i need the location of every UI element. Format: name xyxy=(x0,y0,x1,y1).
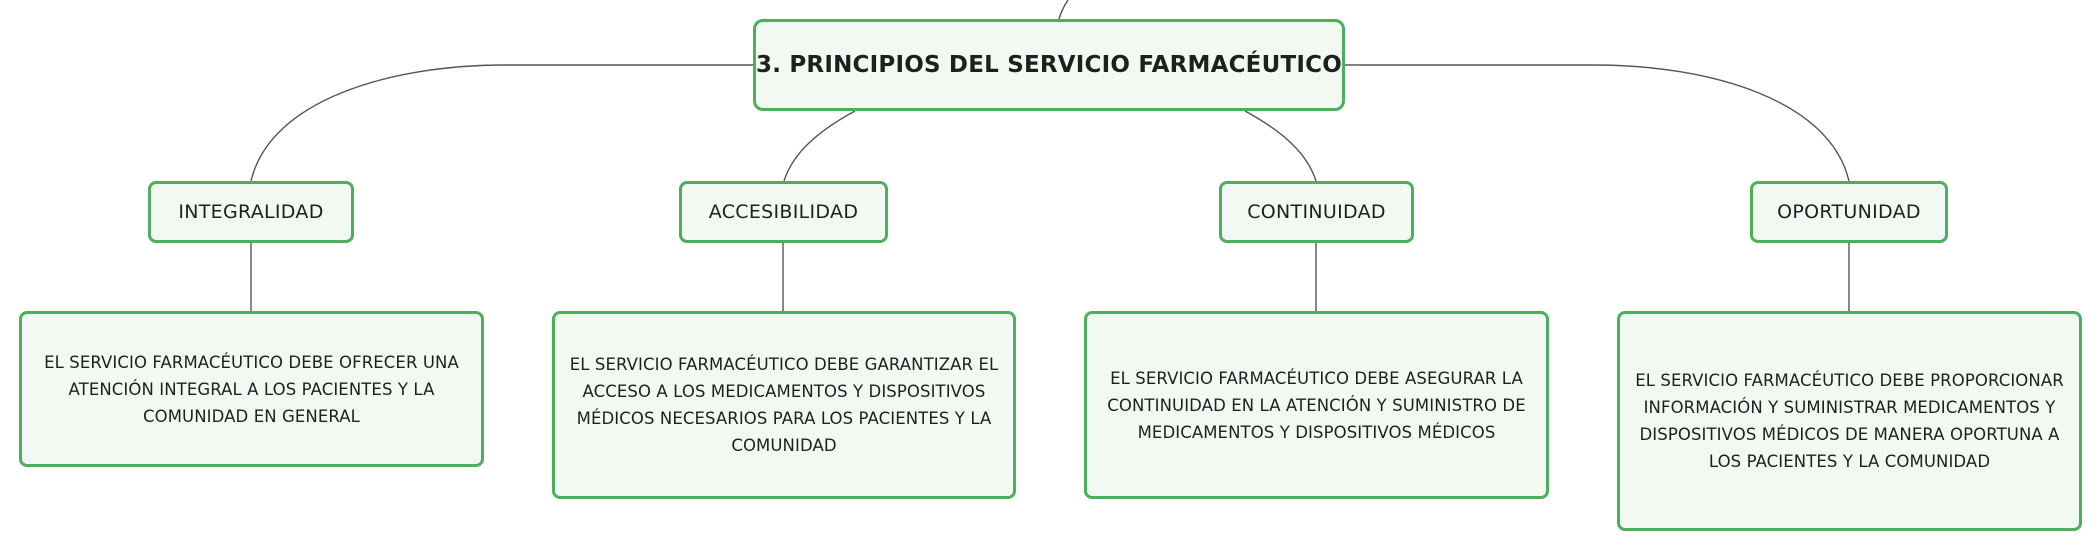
principle-node-oportunidad[interactable]: OPORTUNIDAD xyxy=(1750,181,1948,243)
principle-label: OPORTUNIDAD xyxy=(1777,201,1921,223)
description-text: EL SERVICIO FARMACÉUTICO DEBE OFRECER UN… xyxy=(44,352,459,426)
connector-root-integralidad xyxy=(250,64,753,182)
principle-node-integralidad[interactable]: INTEGRALIDAD xyxy=(148,181,354,243)
description-node-integralidad[interactable]: EL SERVICIO FARMACÉUTICO DEBE OFRECER UN… xyxy=(19,311,484,467)
connector-root-accesibilidad xyxy=(783,110,856,182)
connector-parent-incoming xyxy=(1058,0,1069,20)
description-text: EL SERVICIO FARMACÉUTICO DEBE GARANTIZAR… xyxy=(569,355,999,455)
description-node-accesibilidad[interactable]: EL SERVICIO FARMACÉUTICO DEBE GARANTIZAR… xyxy=(552,311,1016,499)
root-topic-label: 3. PRINCIPIOS DEL SERVICIO FARMACÉUTICO xyxy=(756,52,1342,78)
description-text: EL SERVICIO FARMACÉUTICO DEBE PROPORCION… xyxy=(1635,371,2064,471)
description-node-oportunidad[interactable]: EL SERVICIO FARMACÉUTICO DEBE PROPORCION… xyxy=(1617,311,2082,531)
connector-root-continuidad xyxy=(1244,110,1317,182)
connector-root-oportunidad xyxy=(1345,64,1850,182)
principle-label: INTEGRALIDAD xyxy=(178,201,324,223)
principle-node-accesibilidad[interactable]: ACCESIBILIDAD xyxy=(679,181,888,243)
root-topic-node[interactable]: 3. PRINCIPIOS DEL SERVICIO FARMACÉUTICO xyxy=(753,19,1345,111)
principle-label: ACCESIBILIDAD xyxy=(708,201,859,223)
principle-label: CONTINUIDAD xyxy=(1247,201,1386,223)
description-text: EL SERVICIO FARMACÉUTICO DEBE ASEGURAR L… xyxy=(1107,368,1526,442)
principle-node-continuidad[interactable]: CONTINUIDAD xyxy=(1219,181,1414,243)
description-node-continuidad[interactable]: EL SERVICIO FARMACÉUTICO DEBE ASEGURAR L… xyxy=(1084,311,1549,499)
